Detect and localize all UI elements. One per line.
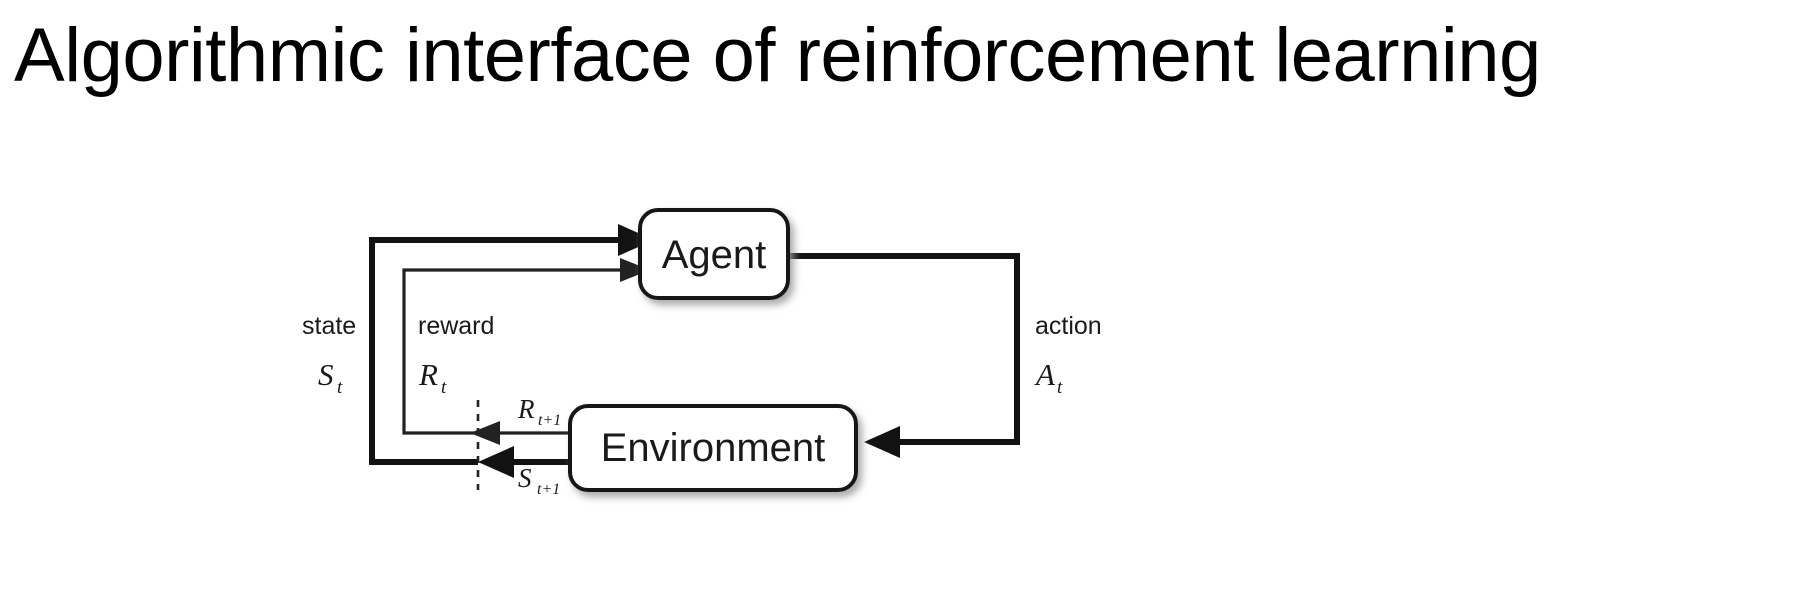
- arrowhead-state: [618, 224, 654, 256]
- node-agent[interactable]: [638, 208, 790, 300]
- arrowhead-action: [864, 426, 900, 458]
- state-subscript: t: [337, 377, 343, 398]
- node-environment[interactable]: [568, 404, 858, 492]
- next-reward-symbol: R: [517, 394, 535, 424]
- arrowhead-next-state: [478, 446, 514, 478]
- state-symbol-label: S t: [318, 357, 343, 398]
- rl-agent-environment-diagram: Agent Environment state S t reward R t a…: [0, 150, 1400, 570]
- edge-next-state: [478, 446, 570, 478]
- action-subscript: t: [1057, 377, 1063, 398]
- edge-agent-to-environment: [787, 253, 1020, 458]
- reward-word-label: reward: [418, 312, 494, 340]
- arrowhead-reward: [620, 258, 650, 282]
- next-state-subscript: t+1: [537, 481, 560, 498]
- action-symbol-label: A t: [1034, 357, 1063, 398]
- next-state-label: S t+1: [518, 463, 560, 498]
- next-state-symbol: S: [518, 463, 532, 493]
- arrowhead-next-reward: [470, 421, 500, 445]
- reward-symbol: R: [418, 357, 438, 392]
- reward-subscript: t: [441, 377, 447, 398]
- agent-label: Agent: [662, 233, 767, 277]
- action-symbol: A: [1034, 357, 1056, 392]
- edge-state-to-agent: [369, 224, 654, 465]
- state-word-label: state: [302, 312, 356, 340]
- next-reward-label: R t+1: [517, 394, 561, 429]
- reward-symbol-label: R t: [418, 357, 447, 398]
- edge-next-reward: [470, 421, 570, 445]
- environment-label: Environment: [601, 426, 826, 470]
- action-word-label: action: [1035, 312, 1102, 340]
- edge-reward-to-agent: [402, 258, 650, 435]
- next-reward-subscript: t+1: [538, 412, 561, 429]
- page-title: Algorithmic interface of reinforcement l…: [14, 13, 1541, 98]
- state-symbol: S: [318, 357, 334, 392]
